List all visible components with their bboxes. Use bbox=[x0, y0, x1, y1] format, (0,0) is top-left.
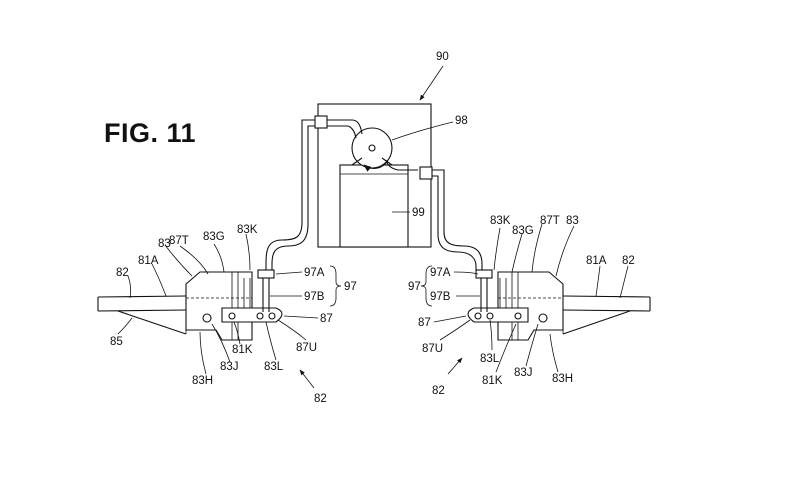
label-83J-left: 83J bbox=[220, 361, 239, 373]
label-99: 99 bbox=[412, 207, 425, 219]
label-87T-right: 87T bbox=[540, 215, 560, 227]
pulley-wheel bbox=[352, 128, 392, 168]
label-83K-left: 83K bbox=[237, 224, 258, 236]
label-87T-left: 87T bbox=[169, 235, 189, 247]
label-87-right: 87 bbox=[418, 317, 431, 329]
label-97-right: 97 bbox=[408, 281, 421, 293]
label-81A-left: 81A bbox=[138, 255, 159, 267]
label-97B-right: 97B bbox=[430, 291, 451, 303]
label-82-bottom-right: 82 bbox=[432, 385, 445, 397]
label-83L-left: 83L bbox=[264, 361, 284, 373]
label-83H-left: 83H bbox=[192, 375, 213, 387]
label-97-left: 97 bbox=[344, 281, 357, 293]
left-hinge-assembly bbox=[98, 270, 282, 340]
label-81K-right: 81K bbox=[482, 375, 503, 387]
cable-connector-left bbox=[315, 116, 327, 128]
label-97B-left: 97B bbox=[304, 291, 325, 303]
label-82-bottom-left: 82 bbox=[314, 393, 327, 405]
label-98: 98 bbox=[455, 115, 468, 127]
label-81K-left: 81K bbox=[232, 344, 253, 356]
right-hinge-assembly bbox=[468, 270, 650, 340]
label-83-right: 83 bbox=[566, 215, 579, 227]
label-83J-right: 83J bbox=[514, 367, 533, 379]
motor-body bbox=[340, 165, 408, 247]
label-83G-right: 83G bbox=[512, 225, 534, 237]
label-90: 90 bbox=[436, 51, 449, 63]
label-83K-right: 83K bbox=[490, 215, 511, 227]
figure-title: FIG. 11 bbox=[104, 118, 196, 149]
label-83G-left: 83G bbox=[203, 231, 225, 243]
label-83-left: 83 bbox=[158, 238, 171, 250]
label-81A-right: 81A bbox=[586, 255, 607, 267]
label-87U-right: 87U bbox=[422, 343, 443, 355]
label-87U-left: 87U bbox=[296, 342, 317, 354]
label-82-right: 82 bbox=[622, 255, 635, 267]
label-83H-right: 83H bbox=[552, 373, 573, 385]
label-83L-right: 83L bbox=[480, 353, 500, 365]
cable-connector-right bbox=[420, 167, 432, 179]
label-85: 85 bbox=[110, 336, 123, 348]
label-87-left: 87 bbox=[320, 313, 333, 325]
label-82-left: 82 bbox=[116, 267, 129, 279]
label-97A-left: 97A bbox=[304, 267, 325, 279]
label-97A-right: 97A bbox=[430, 267, 451, 279]
